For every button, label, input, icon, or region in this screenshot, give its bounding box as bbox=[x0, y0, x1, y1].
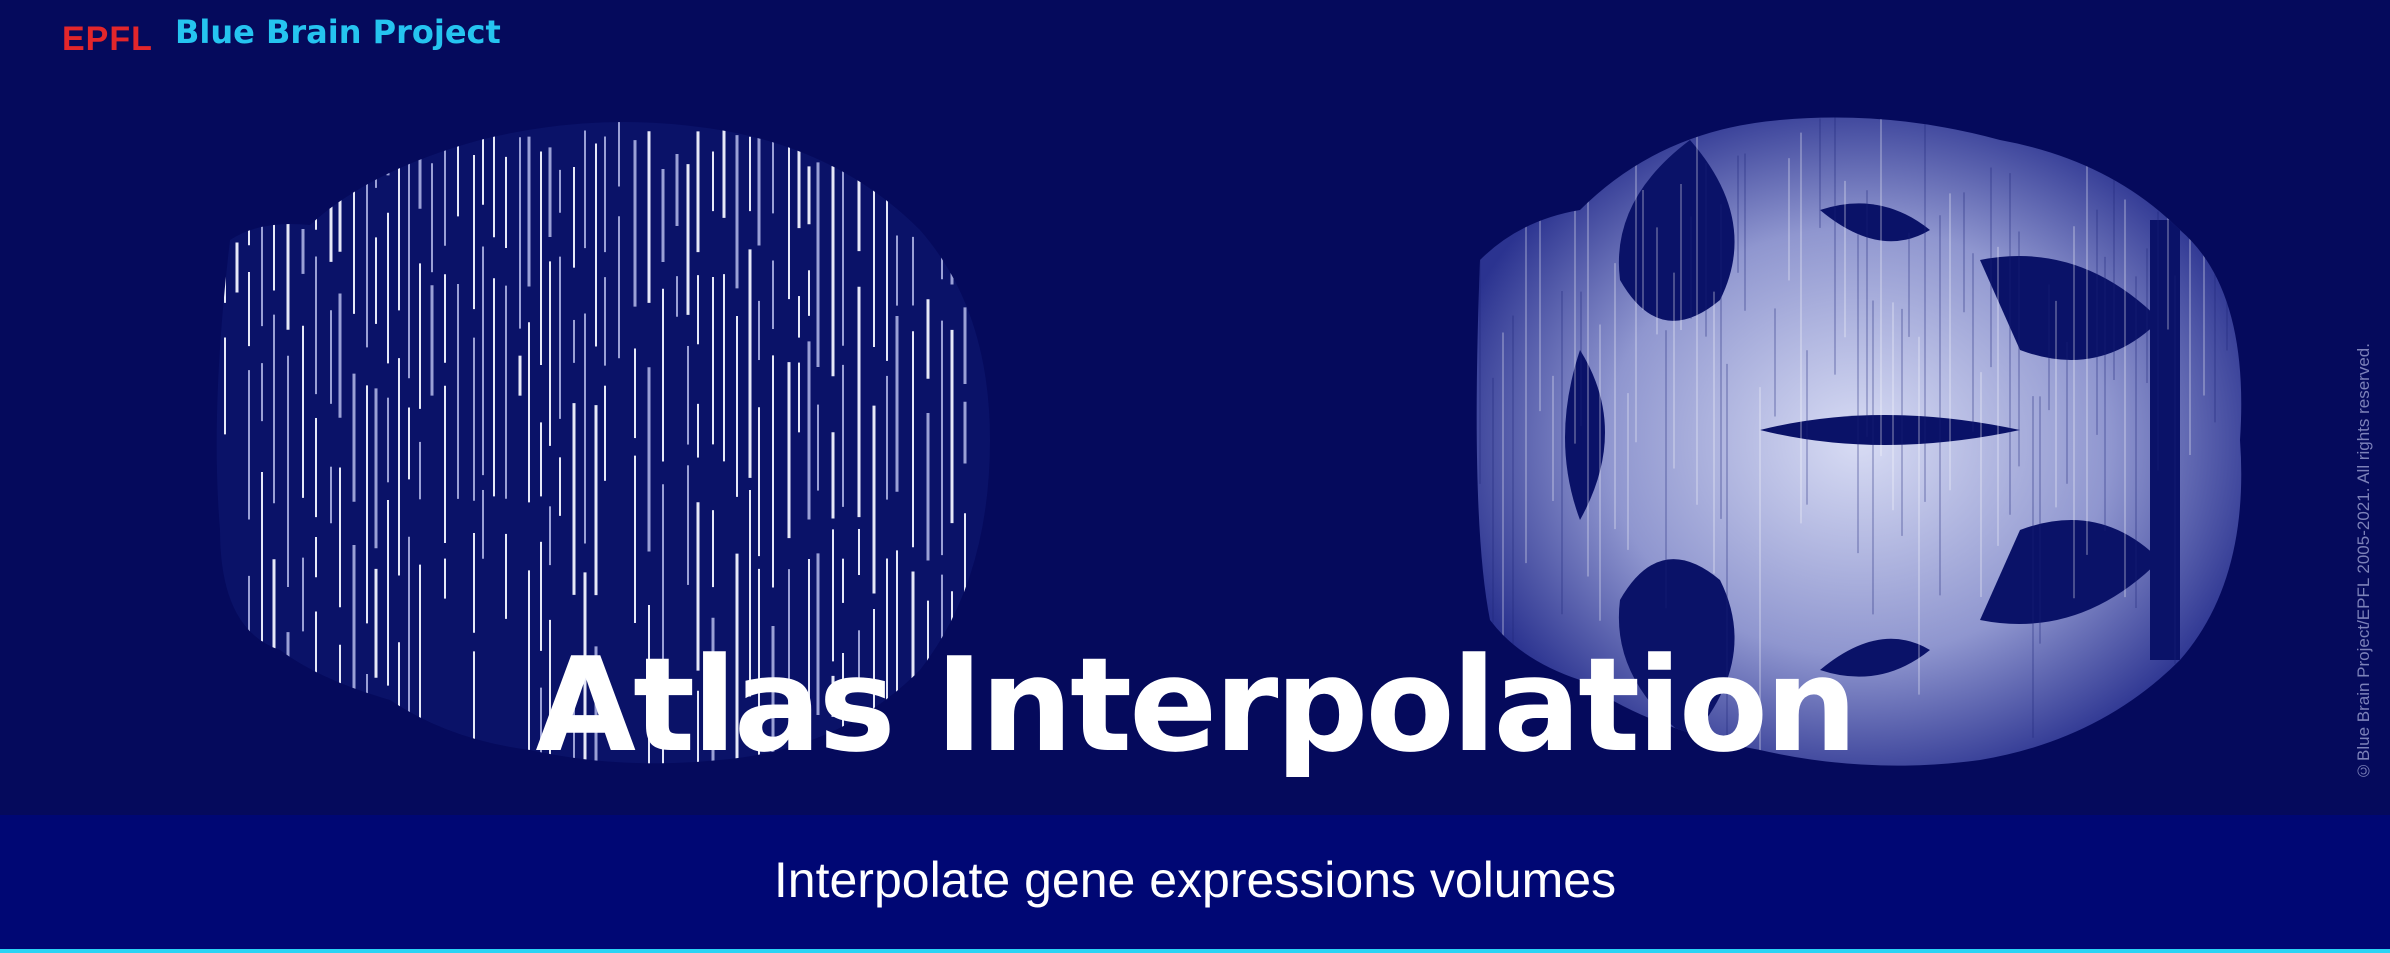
subtitle-bar: Interpolate gene expressions volumes bbox=[0, 815, 2390, 949]
accent-line bbox=[0, 949, 2390, 953]
interpolated-brain-volume-image bbox=[1476, 117, 2242, 766]
page-title: Atlas Interpolation bbox=[535, 629, 1857, 781]
sparse-brain-slices-image bbox=[216, 122, 990, 764]
blue-brain-project-logo[interactable]: Blue Brain Project bbox=[175, 13, 501, 51]
epfl-logo[interactable]: EPFL bbox=[62, 20, 153, 58]
page-subtitle: Interpolate gene expressions volumes bbox=[773, 852, 1617, 908]
copyright-notice: ©Blue Brain Project/EPFL 2005-2021. All … bbox=[2354, 343, 2373, 780]
